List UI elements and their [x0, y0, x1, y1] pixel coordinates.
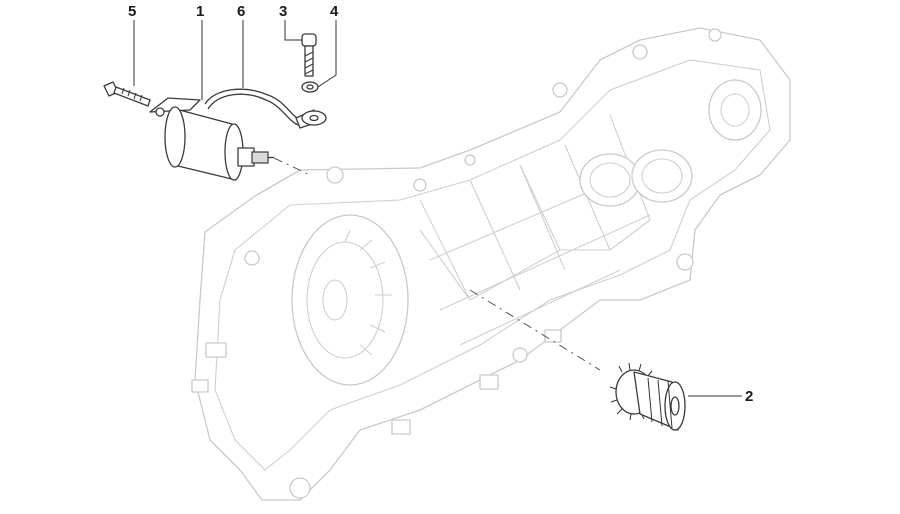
callout-5: 5 — [128, 3, 136, 20]
crankcase-housing — [191, 27, 791, 501]
starter-gear — [609, 362, 686, 431]
callout-2: 2 — [745, 388, 753, 405]
callout-4: 4 — [330, 3, 339, 20]
starter-motor — [149, 97, 274, 181]
mounting-bolt — [103, 81, 151, 107]
screw — [301, 33, 317, 77]
callout-1: 1 — [196, 3, 204, 20]
assembly-axis-lines — [273, 157, 601, 371]
washer — [301, 81, 327, 126]
callout-3: 3 — [279, 3, 287, 20]
leader-lines — [133, 20, 742, 397]
callout-6: 6 — [237, 3, 245, 20]
